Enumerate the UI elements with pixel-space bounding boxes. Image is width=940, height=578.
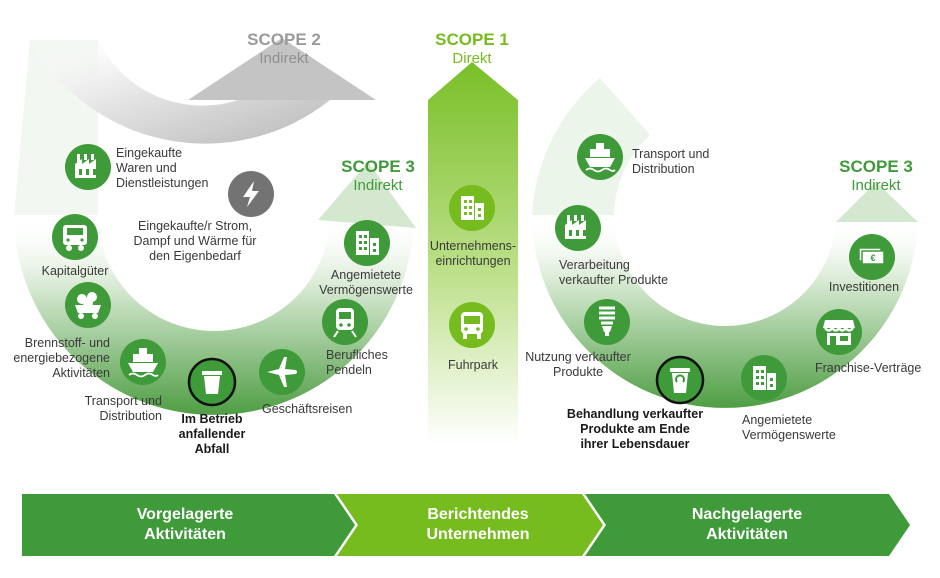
scope2-title: SCOPE 2 <box>247 30 321 49</box>
scope3-right-item-investments: Investitionen <box>828 280 900 294</box>
bolt-icon <box>228 171 274 217</box>
scope3-left-band <box>14 215 414 415</box>
scope3-left-item-purchased-goods: Eingekaufte Waren und Dienstleistungen <box>116 146 209 190</box>
scope1-subtitle: Direkt <box>452 50 492 67</box>
scope3-right-item-transport: Transport und Distribution <box>632 147 710 176</box>
building-icon <box>344 220 390 266</box>
scope3-left-item-transport: Transport und Distribution <box>84 394 162 423</box>
scope3-right-item-leased-assets: Angemietete Vermögenswerte <box>742 413 836 442</box>
bar-reporting-label: Berichtendes Unternehmen <box>426 506 530 543</box>
scope3-left-subtitle: Indirekt <box>353 177 403 194</box>
bus-icon <box>449 302 495 348</box>
scope3-left-item-leased-assets: Angemietete Vermögenswerte <box>319 268 413 297</box>
scope3-left-title: SCOPE 3 <box>341 157 415 176</box>
scope1-item-facilities: Unternehmens-einrichtungen <box>429 239 517 268</box>
scope2-item-electricity: Eingekaufte/r Strom, Dampf und Wärme für… <box>133 219 257 263</box>
scope3-left-item-commuting: Berufliches Pendeln <box>326 348 388 377</box>
factory-icon <box>65 144 111 190</box>
ship-icon <box>577 134 623 180</box>
scope3-right-item-franchise: Franchise-Verträge <box>815 361 922 375</box>
truck-icon <box>52 214 98 260</box>
scope3-right-item-use: Nutzung verkaufter Produkte <box>525 350 631 379</box>
recycle-bin-icon <box>655 355 705 405</box>
scope1-arrow <box>428 62 518 445</box>
money-icon: € <box>849 234 895 280</box>
scope3-left-arrow-head <box>318 162 416 228</box>
train-icon <box>322 299 368 345</box>
scope1-title: SCOPE 1 <box>435 30 509 49</box>
scope3-right-item-end-of-life: Behandlung verkaufter Produkte am Ende i… <box>566 407 704 451</box>
airplane-icon <box>259 349 305 395</box>
scope2-arc <box>30 40 330 144</box>
building-icon <box>449 185 495 231</box>
scope3-right-title: SCOPE 3 <box>839 157 913 176</box>
scope3-right-subtitle: Indirekt <box>851 177 901 194</box>
coal-cart-icon <box>65 282 111 328</box>
scope3-left-item-waste: Im Betrieb anfallender Abfall <box>178 412 246 456</box>
scope2-subtitle: Indirekt <box>259 50 309 67</box>
lightbulb-icon <box>584 299 630 345</box>
bar-upstream <box>22 494 355 556</box>
bar-downstream-label: Nachgelagerte Aktivitäten <box>691 506 803 543</box>
scope3-left-item-fuel-energy: Brennstoff- und energiebezogene Aktivitä… <box>13 336 110 380</box>
scope3-left-item-business-travel: Geschäftsreisen <box>262 402 353 416</box>
scope3-right-arrow-head <box>836 182 918 222</box>
scope3-right-band <box>532 215 918 408</box>
trash-bin-icon <box>187 357 237 407</box>
ship-icon <box>120 339 166 385</box>
bar-upstream-label: Vorgelagerte Aktivitäten <box>136 506 234 543</box>
scope3-right-item-processing: Verarbeitung verkaufter Produkte <box>559 258 669 287</box>
bar-reporting <box>337 494 603 556</box>
scope1-item-fleet: Fuhrpark <box>447 358 499 372</box>
scope3-left-item-capital-goods: Kapitalgüter <box>41 264 109 278</box>
svg-text:€: € <box>870 253 875 263</box>
scope2-arrow-head <box>188 38 376 100</box>
storefront-icon <box>816 309 862 355</box>
bar-downstream <box>585 494 910 556</box>
building-icon <box>741 355 787 401</box>
factory-icon <box>555 205 601 251</box>
